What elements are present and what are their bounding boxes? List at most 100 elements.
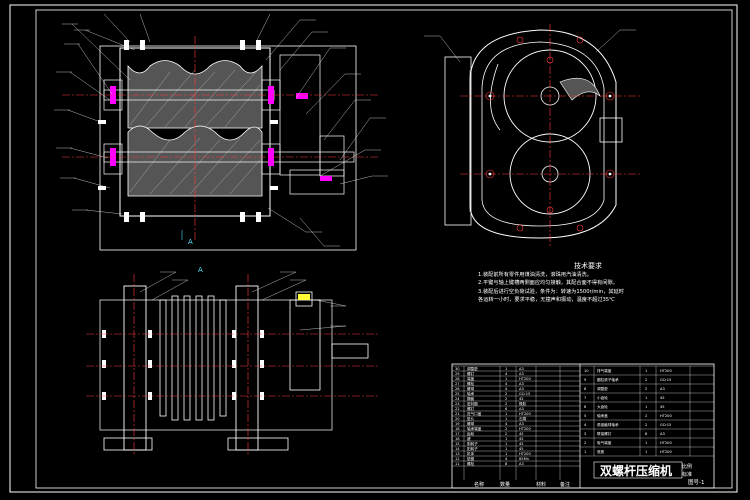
bom-name: 螺母 (467, 421, 475, 426)
bom-right-name: 大齿轮 (597, 404, 608, 409)
scale-label: 比例 (682, 463, 692, 470)
bom-right-no: 2 (584, 441, 586, 445)
bom-qty: 2 (505, 432, 507, 436)
bom-qty: 1 (505, 417, 507, 421)
bom-material: A3 (519, 462, 524, 466)
bom-right-no: 9 (584, 378, 587, 382)
bom-no: 15 (455, 442, 460, 446)
bom-material: 45 (519, 442, 524, 446)
bom-right-name: 排气端盖 (597, 368, 612, 373)
bom-right-material: GCr15 (660, 378, 671, 382)
bom-no: 13 (455, 452, 460, 456)
bom-right-no: 3 (584, 432, 586, 436)
bom-right-no: 1 (584, 450, 586, 454)
bom-right-qty: 1 (645, 369, 647, 373)
bom-material: A3 (519, 387, 524, 391)
bom-right-qty: 2 (645, 423, 647, 427)
bom-name: 螺钉 (467, 406, 475, 411)
bom-no: 21 (455, 412, 460, 416)
bom-material: A3 (519, 407, 524, 411)
bom-qty: 1 (505, 452, 507, 456)
bom-name: 阳转子 (467, 446, 478, 451)
bom-right-qty: 1 (645, 450, 647, 454)
section-label-a: A (188, 238, 193, 246)
bom-name: 轴承端盖 (467, 426, 482, 431)
bom-qty: 4 (505, 387, 508, 391)
bom-material: HT200 (519, 377, 531, 381)
inner-border (35, 9, 733, 489)
bom-right-material: 45 (660, 396, 665, 400)
bom-name: 进气口盖 (467, 411, 482, 416)
bom-qty: 1 (505, 442, 507, 446)
bom-name: 调整垫 (467, 366, 478, 371)
bom-right-no: 7 (584, 396, 586, 400)
bom-name: 垫圈 (467, 456, 475, 461)
tech-heading: 技术要求 (574, 262, 602, 270)
bom-qty: 2 (505, 402, 507, 406)
bom-material: HT200 (519, 452, 531, 456)
bom-right-material: HT200 (660, 414, 672, 418)
bom-no: 19 (455, 422, 460, 426)
bom-material: 45 (519, 437, 524, 441)
qty-header: 数量 (500, 481, 510, 488)
tech-line-1: 1.装配前所有零件用煤油清洗，滚珠用汽油清洗。 (478, 271, 592, 278)
bom-qty: 4 (505, 422, 508, 426)
bom-qty: 4 (505, 457, 508, 461)
bom-name: 齿轮 (467, 431, 475, 436)
bom-qty: 1 (505, 447, 507, 451)
bom-right-no: 10 (584, 369, 589, 373)
drawing-title: 双螺杆压缩机 (600, 463, 672, 478)
bom-no: 16 (455, 437, 460, 441)
bom-no: 12 (455, 457, 460, 461)
bom-no: 11 (455, 462, 460, 466)
name-header: 名称 (474, 481, 484, 488)
bom-right-qty: 2 (645, 387, 647, 391)
bom-qty: 1 (505, 412, 507, 416)
bom-right-material: A3 (660, 432, 665, 436)
bom-right-qty: 1 (645, 396, 647, 400)
bom-material: A3 (519, 382, 524, 386)
top-view: A (86, 266, 380, 456)
bom-qty: 8 (505, 462, 508, 466)
bom-right-qty: 2 (645, 414, 647, 418)
bom-qty: 2 (505, 392, 507, 396)
sheet-info: 图号-1 (688, 478, 704, 486)
material-header: 材料 (536, 481, 546, 488)
bom-right-name: 角接触球轴承 (597, 422, 619, 427)
bom-material: A3 (519, 367, 524, 371)
bom-qty: 6 (505, 407, 508, 411)
bom-qty: 2 (505, 397, 507, 401)
bom-name: 隔套 (467, 396, 475, 401)
bom-right-name: 调整垫 (597, 386, 608, 391)
technical-requirements: 技术要求 1.装配前所有零件用煤油清洗，滚珠用汽油清洗。 2.平键与轴上键槽两侧… (478, 262, 728, 305)
bom-right-material: HT200 (660, 369, 672, 373)
bom-qty: 1 (505, 367, 507, 371)
bom-material: 45 (519, 447, 524, 451)
bom-no: 28 (455, 377, 460, 381)
bom-right-no: 6 (584, 405, 587, 409)
bom-qty: 1 (505, 437, 507, 441)
bom-no: 23 (455, 402, 460, 406)
bom-material: 橡胶 (519, 401, 527, 406)
bom-material: 65Mn (519, 457, 529, 461)
bom-right-material: HT200 (660, 441, 672, 445)
tech-line-4: 各运转一小时，要求平稳，无撞声和振动，温度不超过35℃ (478, 297, 615, 304)
bom-right-qty: 1 (645, 441, 647, 445)
bom-no: 14 (455, 447, 460, 451)
bom-name: 螺栓 (467, 461, 475, 466)
bom-material: GCr15 (519, 392, 530, 396)
bom-material: A3 (519, 372, 524, 376)
bom-right-material: GCr15 (660, 423, 671, 427)
bom-name: 垫片 (467, 416, 475, 421)
bom-right-qty: 1 (645, 405, 647, 409)
bom-material: HT200 (519, 412, 531, 416)
bom-no: 20 (455, 417, 460, 421)
bom-no: 18 (455, 427, 460, 431)
bom-material: 45 (519, 432, 524, 436)
bom-no: 24 (455, 397, 460, 401)
bom-right-material: A3 (660, 387, 665, 391)
bom-no: 22 (455, 407, 460, 411)
bom-no: 26 (455, 387, 460, 391)
tech-line-3: 3.装配后进行空负荷试验，条件为：转速为1500r/min，其延时 (478, 288, 624, 295)
